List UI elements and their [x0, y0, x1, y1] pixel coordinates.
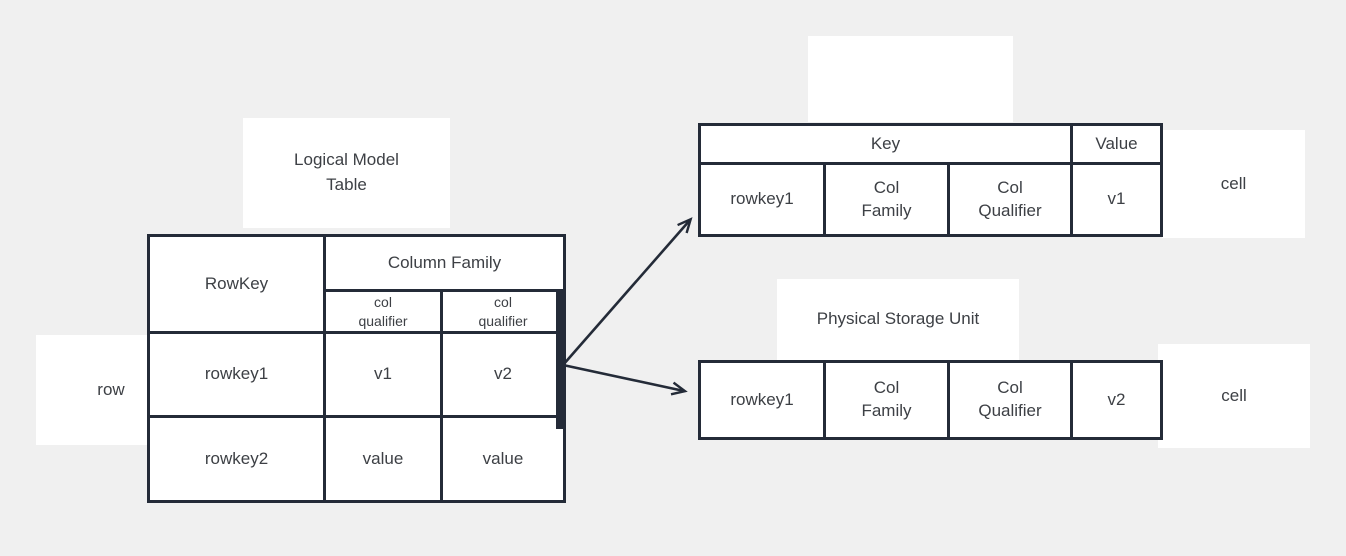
pu1-rowkey-text: rowkey1	[730, 189, 794, 209]
v2-cell: v2	[440, 331, 566, 418]
table-row: rowkey2 value value	[147, 415, 566, 503]
rowkey-header-cell: RowKey	[147, 234, 326, 334]
pu2-col-qualifier-cell: Col Qualifier	[947, 360, 1073, 440]
table-row: col qualifier col qualifier	[149, 289, 566, 334]
rowkey1-cell: rowkey1	[147, 331, 326, 418]
v1-cell: v1	[323, 331, 443, 418]
cell-label-top-text: cell	[1220, 173, 1247, 193]
value-header-cell: Value	[1070, 123, 1163, 165]
pu2-value-text: v2	[1107, 389, 1126, 409]
pu2-col-family-cell: Col Family	[823, 360, 950, 440]
logical-model-table-label: Logical Model Table	[243, 118, 450, 228]
physical-storage-unit-label-text: Physical Storage Unit	[816, 309, 980, 329]
key-header-cell: Key	[698, 123, 1073, 165]
cell-label-bottom: cell	[1158, 344, 1310, 448]
value1-cell: value	[323, 415, 443, 503]
table-row: RowKey Column Family	[147, 233, 566, 334]
rowkey1-text: rowkey1	[204, 364, 269, 384]
empty-label-box	[808, 36, 1013, 122]
col-qualifier-1-text: col qualifier	[358, 294, 408, 329]
pu2-rowkey-cell: rowkey1	[698, 360, 826, 440]
physical-unit-1-table: Key Value rowkey1 Col Family Col Qualifi…	[698, 123, 1163, 237]
value-header-text: Value	[1095, 133, 1138, 153]
pu1-col-qualifier-text: Col Qualifier	[978, 177, 1042, 220]
v2-text: v2	[494, 364, 512, 384]
col-qualifier-2-cell: col qualifier	[440, 289, 566, 334]
key-header-text: Key	[870, 133, 901, 153]
logical-model-table-label-text: Logical Model Table	[294, 150, 399, 194]
col-qualifier-1-cell: col qualifier	[323, 289, 443, 334]
pu1-col-family-text: Col Family	[861, 177, 912, 220]
rowkey-header-text: RowKey	[204, 273, 269, 293]
cell-label-top: cell	[1162, 130, 1305, 238]
physical-storage-unit-label: Physical Storage Unit	[777, 279, 1019, 360]
value2-text: value	[482, 448, 524, 468]
pu1-col-family-cell: Col Family	[823, 162, 950, 237]
table-row: rowkey1 Col Family Col Qualifier v1	[698, 162, 1163, 237]
row-label-text: row	[97, 379, 125, 399]
logical-model-table: RowKey Column Family col qualifier col q…	[147, 233, 566, 503]
rowkey1-row-highlight-edge	[556, 290, 565, 429]
table-row: Key Value	[698, 123, 1163, 165]
pu2-rowkey-text: rowkey1	[730, 389, 794, 409]
pu1-rowkey-cell: rowkey1	[698, 162, 826, 237]
value1-text: value	[362, 448, 404, 468]
physical-unit-2-table: rowkey1 Col Family Col Qualifier v2	[698, 360, 1163, 440]
column-family-header-text: Column Family	[387, 252, 502, 272]
cell-label-bottom-text: cell	[1221, 385, 1247, 405]
pu1-value-cell: v1	[1070, 162, 1163, 237]
pu1-value-text: v1	[1107, 189, 1126, 209]
column-family-header-cell: Column Family	[323, 233, 566, 293]
pu1-col-qualifier-cell: Col Qualifier	[947, 162, 1073, 237]
rowkey2-cell: rowkey2	[147, 415, 326, 503]
col-qualifier-2-text: col qualifier	[478, 294, 528, 329]
rowkey2-text: rowkey2	[204, 448, 269, 468]
arrow-to-physical-unit-1	[562, 220, 690, 366]
table-row: rowkey1 Col Family Col Qualifier v2	[698, 360, 1163, 440]
arrow-to-physical-unit-2	[562, 363, 684, 391]
pu2-col-qualifier-text: Col Qualifier	[978, 378, 1042, 420]
value2-cell: value	[440, 415, 566, 503]
table-row: rowkey1 v1 v2	[147, 331, 566, 418]
v1-text: v1	[374, 364, 392, 384]
pu2-col-family-text: Col Family	[861, 378, 912, 420]
pu2-value-cell: v2	[1070, 360, 1163, 440]
